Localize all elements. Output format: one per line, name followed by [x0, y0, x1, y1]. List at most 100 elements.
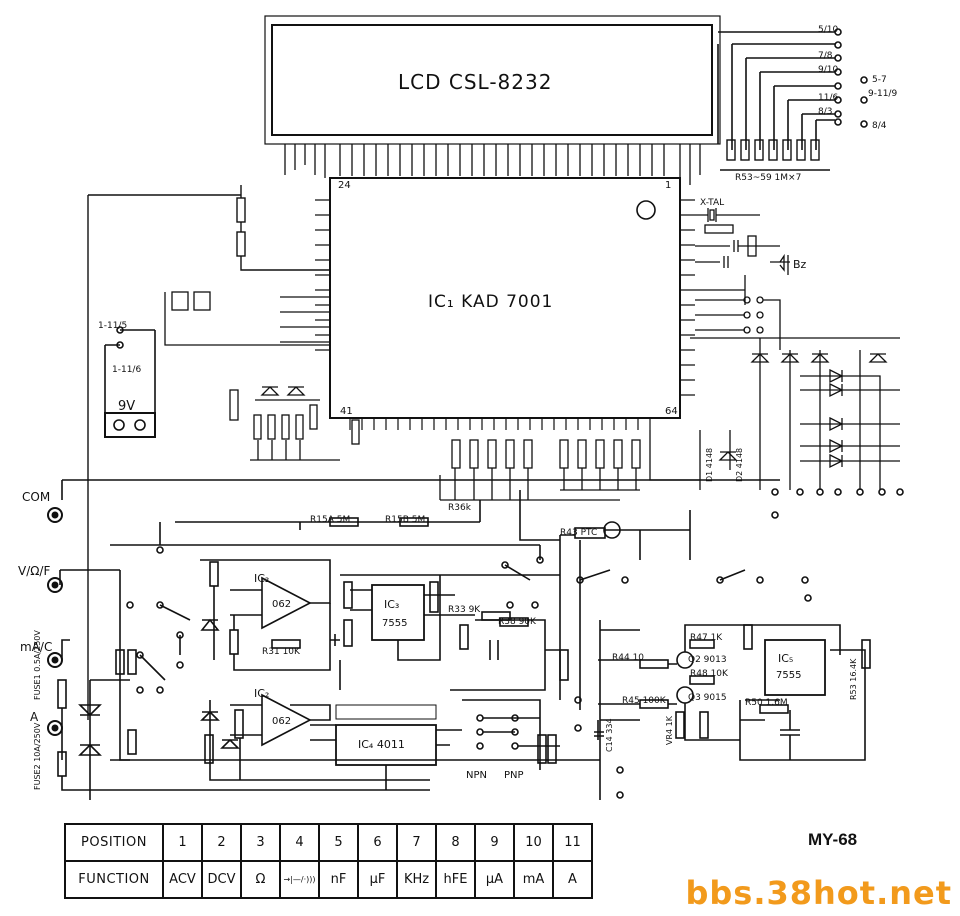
protection-diode-array: [649, 337, 900, 490]
switch-contacts-right: [771, 488, 904, 496]
lcd-bus-lines: [284, 144, 701, 185]
r53164k-label: R53 16.4K: [849, 658, 858, 700]
lcd-module: [271, 24, 713, 136]
r5016m-label: R50 1.6M: [745, 698, 788, 708]
switch-9-10-label: 9/10: [818, 65, 838, 75]
terminal-ma-c: mA/C: [20, 640, 53, 654]
ic3-part: 7555: [382, 618, 407, 629]
position-row: POSITION 1 2 3 4 5 6 7 8 9 10 11: [64, 823, 593, 862]
divider-resistors: [439, 439, 641, 501]
fuse1-label: FUSE1 0.5A/250V: [33, 630, 42, 700]
function-cell: Ω: [240, 860, 281, 899]
position-cell: 2: [201, 823, 242, 862]
ic3-label: IC₃: [384, 598, 399, 611]
ic2-upper-part: 062: [272, 599, 291, 610]
pin-1-label: 1: [665, 180, 671, 191]
position-cell: 11: [552, 823, 593, 862]
position-cell: 6: [357, 823, 398, 862]
switch-9-11-label: 9-11/9: [868, 89, 897, 99]
r471k-label: R47 1K: [690, 633, 723, 643]
switch-11-6-label: 11/6: [818, 93, 838, 103]
function-cell: A: [552, 860, 593, 899]
position-cell: 9: [474, 823, 515, 862]
r45100k-label: R45 100K: [622, 696, 667, 706]
fuse1: [57, 679, 67, 709]
switch-5-7-label: 5-7: [872, 75, 887, 85]
d2-label: D2 4148: [735, 448, 744, 482]
range-switch-bus: [717, 31, 835, 171]
r15a-label: R15A 5M: [310, 515, 350, 525]
lcd-title: LCD CSL-8232: [398, 70, 553, 94]
r36k-label: R36k: [448, 503, 472, 513]
ic1-chip: [329, 177, 681, 419]
input-jacks: [47, 507, 63, 736]
position-cell: 7: [396, 823, 437, 862]
switch-7-8-label: 7/8: [818, 51, 833, 61]
position-cell: 3: [240, 823, 281, 862]
npn-label: NPN: [466, 770, 487, 781]
switch-1-11-5-label: 1-11/5: [98, 321, 127, 331]
pin-41-label: 41: [340, 406, 353, 417]
r339k-label: R33 9K: [448, 605, 481, 615]
ic2-lower-part: 062: [272, 716, 291, 727]
buzzer-label: Bz: [793, 258, 807, 271]
ptc-label: R43 PTC: [560, 528, 597, 538]
function-cell: hFE: [435, 860, 476, 899]
pin-24-label: 24: [338, 180, 351, 191]
q3-label: Q3 9015: [688, 693, 727, 703]
r4810k-label: R48 10K: [690, 669, 729, 679]
r4410-label: R44 10: [612, 653, 644, 663]
function-header: FUNCTION: [64, 860, 164, 899]
resistor-array-r53-59: [726, 139, 820, 161]
position-header: POSITION: [64, 823, 164, 862]
pin-64-label: 64: [665, 406, 678, 417]
ic3-chip: [371, 584, 425, 641]
function-cell: →|—/·))): [279, 860, 320, 899]
transistor-socket: [462, 699, 560, 770]
position-cell: 10: [513, 823, 554, 862]
function-cell: ACV: [162, 860, 203, 899]
function-cell: DCV: [201, 860, 242, 899]
terminal-a: A: [30, 710, 39, 724]
function-switches: [126, 511, 812, 799]
function-cell: μA: [474, 860, 515, 899]
function-cell: mA: [513, 860, 554, 899]
r3110k-label: R31 10K: [262, 647, 301, 657]
vr4-label: VR4 1K: [665, 715, 674, 745]
resistor-array-label: R53~59 1M×7: [735, 173, 801, 183]
switch-5-10-label: 5/10: [818, 25, 838, 35]
battery-label: 9V: [118, 399, 136, 414]
switch-8-4-label: 8/4: [872, 121, 887, 131]
battery-9v: [104, 412, 156, 438]
pnp-label: PNP: [504, 770, 524, 781]
d1-label: D1 4148: [705, 448, 714, 482]
ic5-chip: [764, 639, 826, 696]
range-selector-table: POSITION 1 2 3 4 5 6 7 8 9 10 11 FUNCTIO…: [64, 823, 593, 899]
switch-contacts-top: [834, 28, 868, 128]
ic4-label: IC₄ 4011: [358, 738, 405, 751]
ic5-part: 7555: [776, 670, 801, 681]
function-cell: nF: [318, 860, 359, 899]
ic2-lower-label: IC₂: [254, 687, 269, 700]
function-row: FUNCTION ACV DCV Ω →|—/·))) nF μF KHz hF…: [64, 860, 593, 899]
position-cell: 1: [162, 823, 203, 862]
fuse2-label: FUSE2 10A/250V: [33, 722, 42, 790]
position-cell: 8: [435, 823, 476, 862]
q2-label: Q2 9013: [688, 655, 727, 665]
switch-8-3-label: 8/3: [818, 107, 832, 117]
model-number: MY-68: [808, 830, 858, 849]
ic5-label: IC₅: [778, 652, 793, 665]
switch-1-11-6-label: 1-11/6: [112, 365, 141, 375]
ic2-upper-opamp: [261, 576, 312, 630]
watermark: bbs.38hot.net: [685, 874, 952, 912]
r15b-label: R15B 5M: [385, 515, 425, 525]
xtal-label: X-TAL: [700, 198, 724, 208]
ic2-lower-opamp: [261, 693, 312, 747]
position-cell: 4: [279, 823, 320, 862]
c14-label: C14 334: [605, 718, 614, 752]
terminal-com: COM: [22, 490, 51, 504]
function-cell: μF: [357, 860, 398, 899]
position-cell: 5: [318, 823, 359, 862]
ic2-upper-label: IC₂: [254, 572, 269, 585]
